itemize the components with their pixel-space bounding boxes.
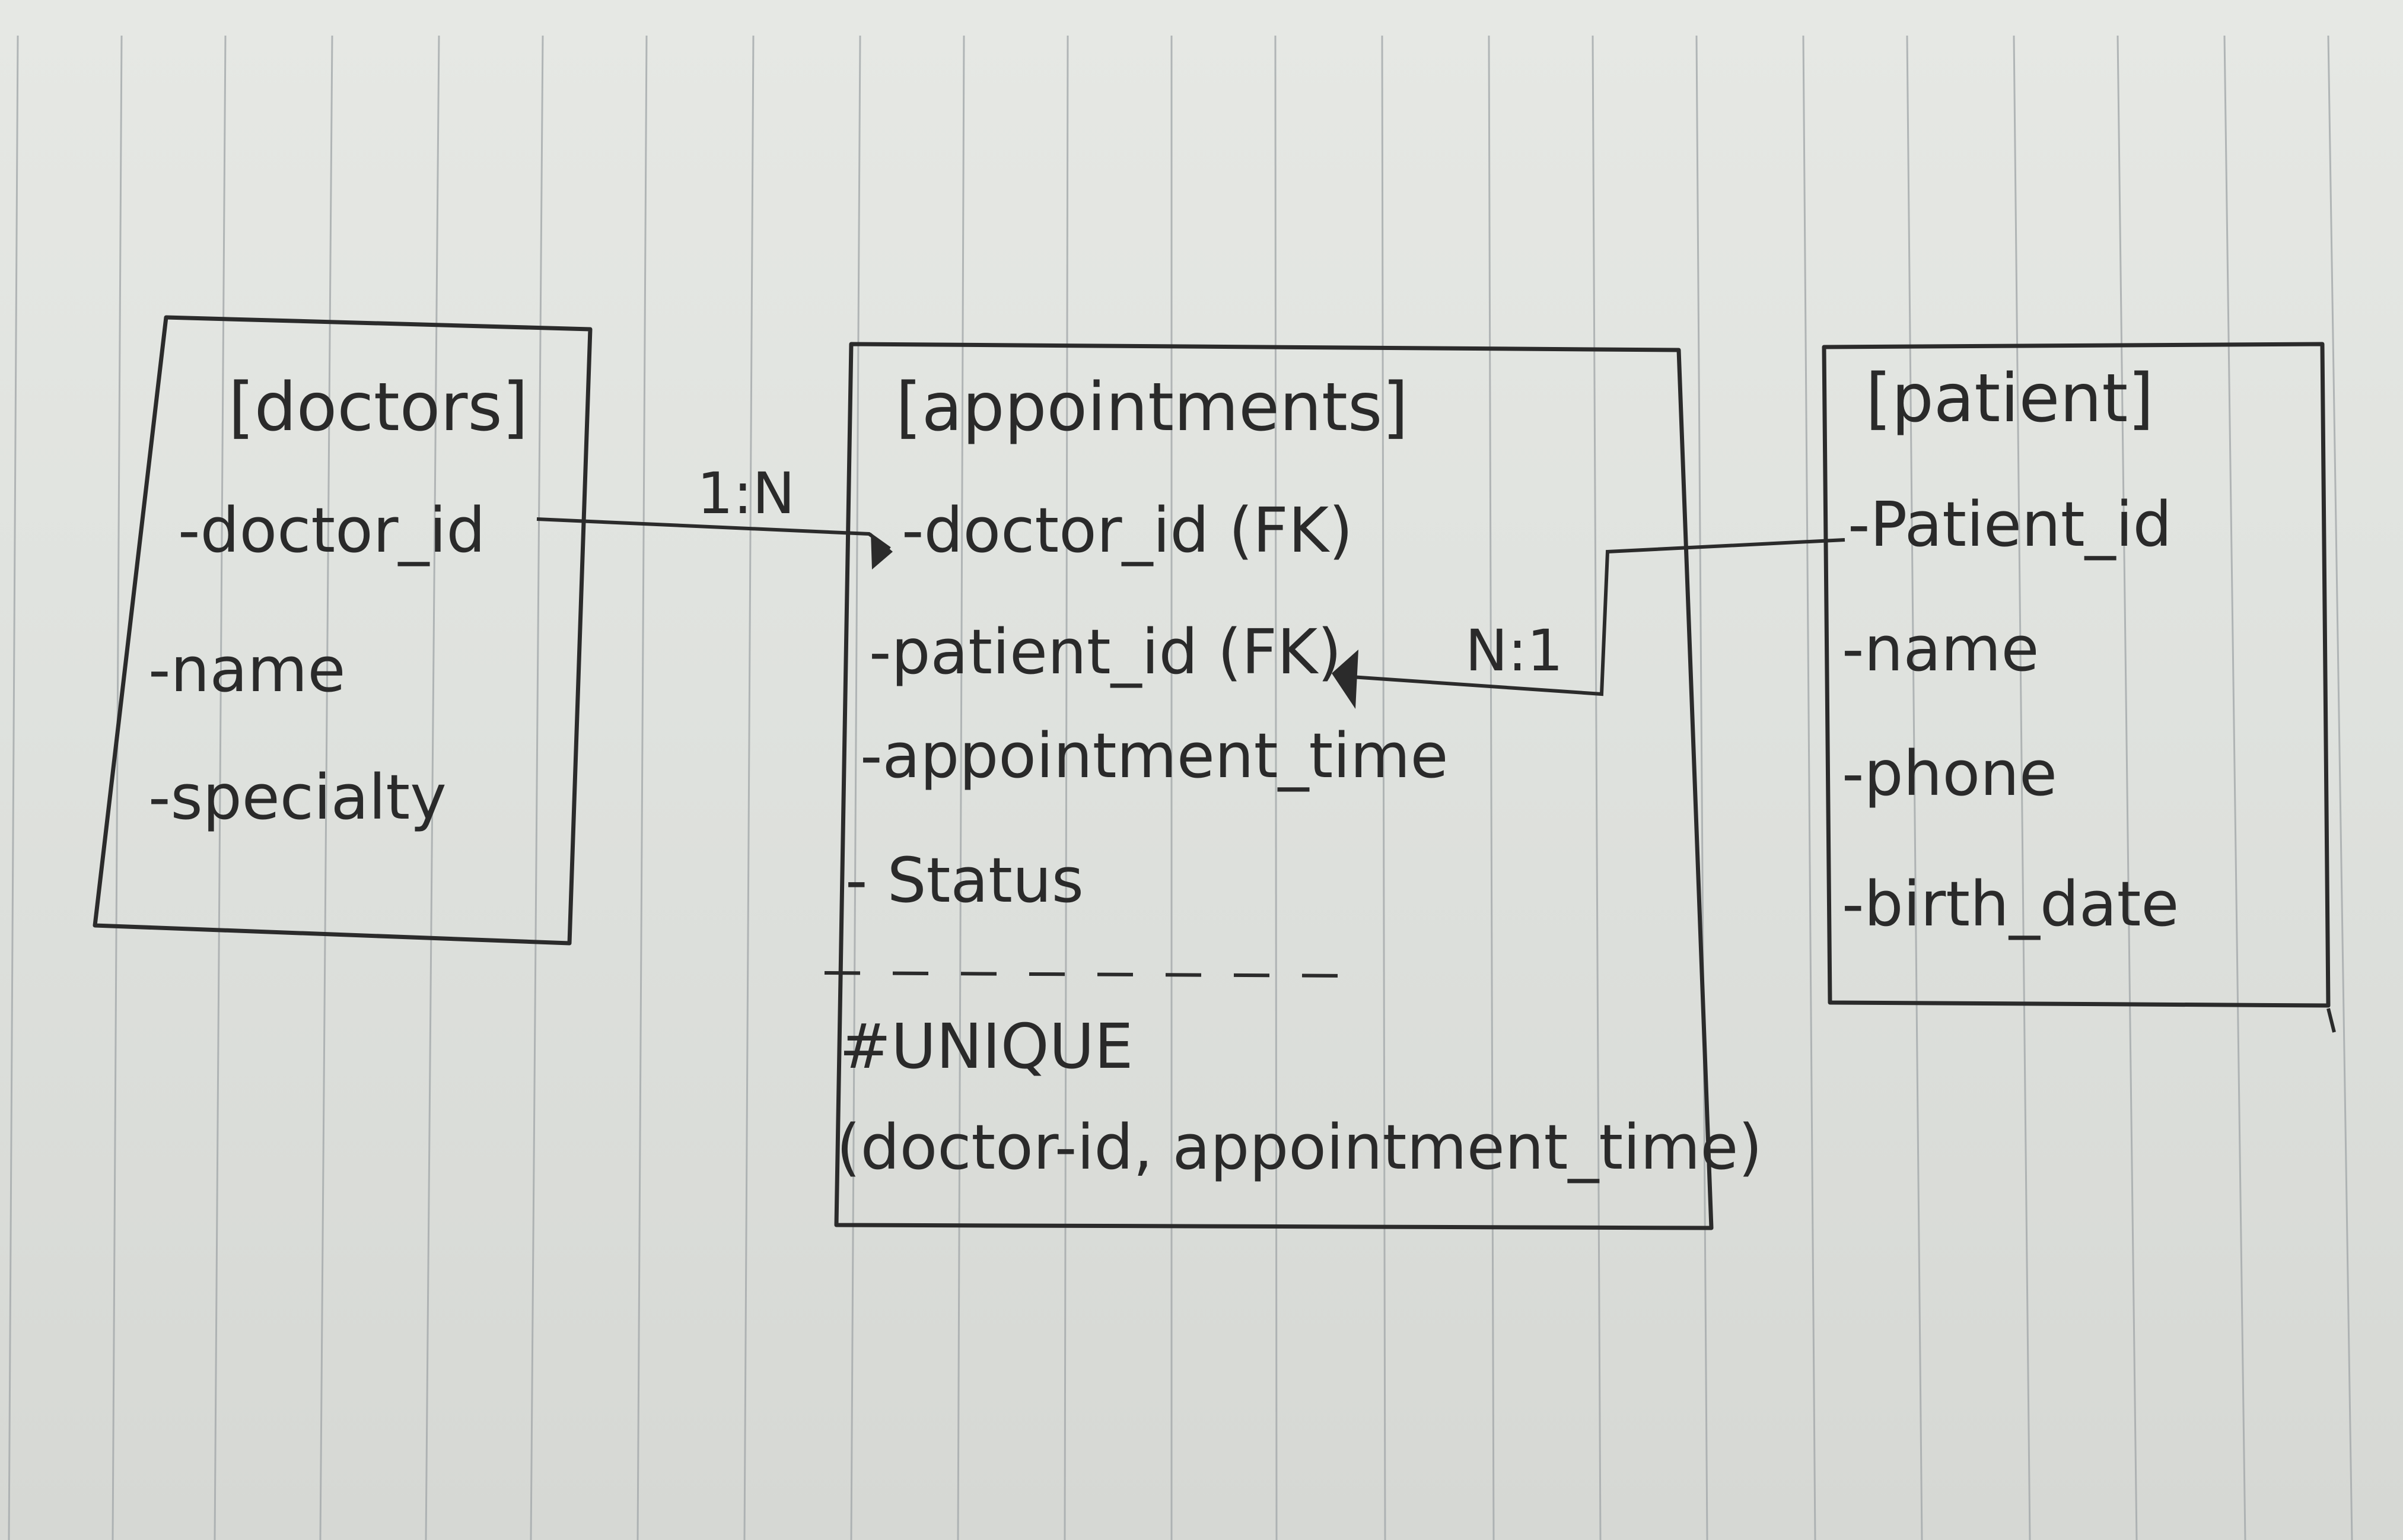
doctors-field-doctor-id: -doctor_id: [178, 494, 485, 567]
cardinality-n1: N:1: [1465, 618, 1563, 684]
entity-doctors-box: [93, 315, 593, 946]
patient-field-name: -name: [1842, 613, 2039, 685]
appointments-unique-label: #UNIQUE: [839, 1010, 1133, 1083]
appointments-field-doctor-id: -doctor_id (FK): [902, 494, 1353, 567]
patient-box-tail: [2326, 1008, 2336, 1033]
entity-appointments-box: [834, 342, 1714, 1230]
entity-patient-box: [1822, 342, 2331, 1008]
doctors-field-name: -name: [148, 634, 345, 706]
entity-patient: [patient] -Patient_id -name -phone -birt…: [1822, 342, 2336, 1033]
patient-field-patient-id: -Patient_id: [1848, 488, 2172, 561]
doctors-field-specialty: -specialty: [148, 761, 447, 833]
entity-doctors-title: [doctors]: [228, 369, 528, 446]
arrowhead-n1: [1332, 650, 1358, 709]
patient-field-birth-date: -birth_date: [1842, 868, 2179, 940]
entity-doctors: [doctors] -doctor_id -name -specialty: [93, 315, 593, 946]
patient-field-phone: -phone: [1842, 737, 2057, 810]
appointments-field-patient-id: -patient_id (FK): [869, 616, 1342, 688]
entity-appointments: [appointments] -doctor_id (FK) -patient_…: [824, 342, 1762, 1230]
entity-patient-title: [patient]: [1866, 360, 2154, 437]
constraint-divider: [824, 971, 1353, 978]
arrowhead-1n: [871, 533, 893, 569]
relationship-doctors-appointments: 1:N: [536, 460, 893, 569]
cardinality-1n: 1:N: [697, 460, 795, 527]
appointments-unique-fields: (doctor-id, appointment_time): [836, 1111, 1762, 1183]
relationship-line-n1: [1343, 538, 1845, 696]
entity-appointments-title: [appointments]: [896, 369, 1408, 446]
appointments-field-appointment-time: -appointment_time: [860, 720, 1448, 792]
appointments-field-status: - Status: [845, 844, 1084, 917]
relationship-appointments-patient: N:1: [1332, 538, 1845, 709]
